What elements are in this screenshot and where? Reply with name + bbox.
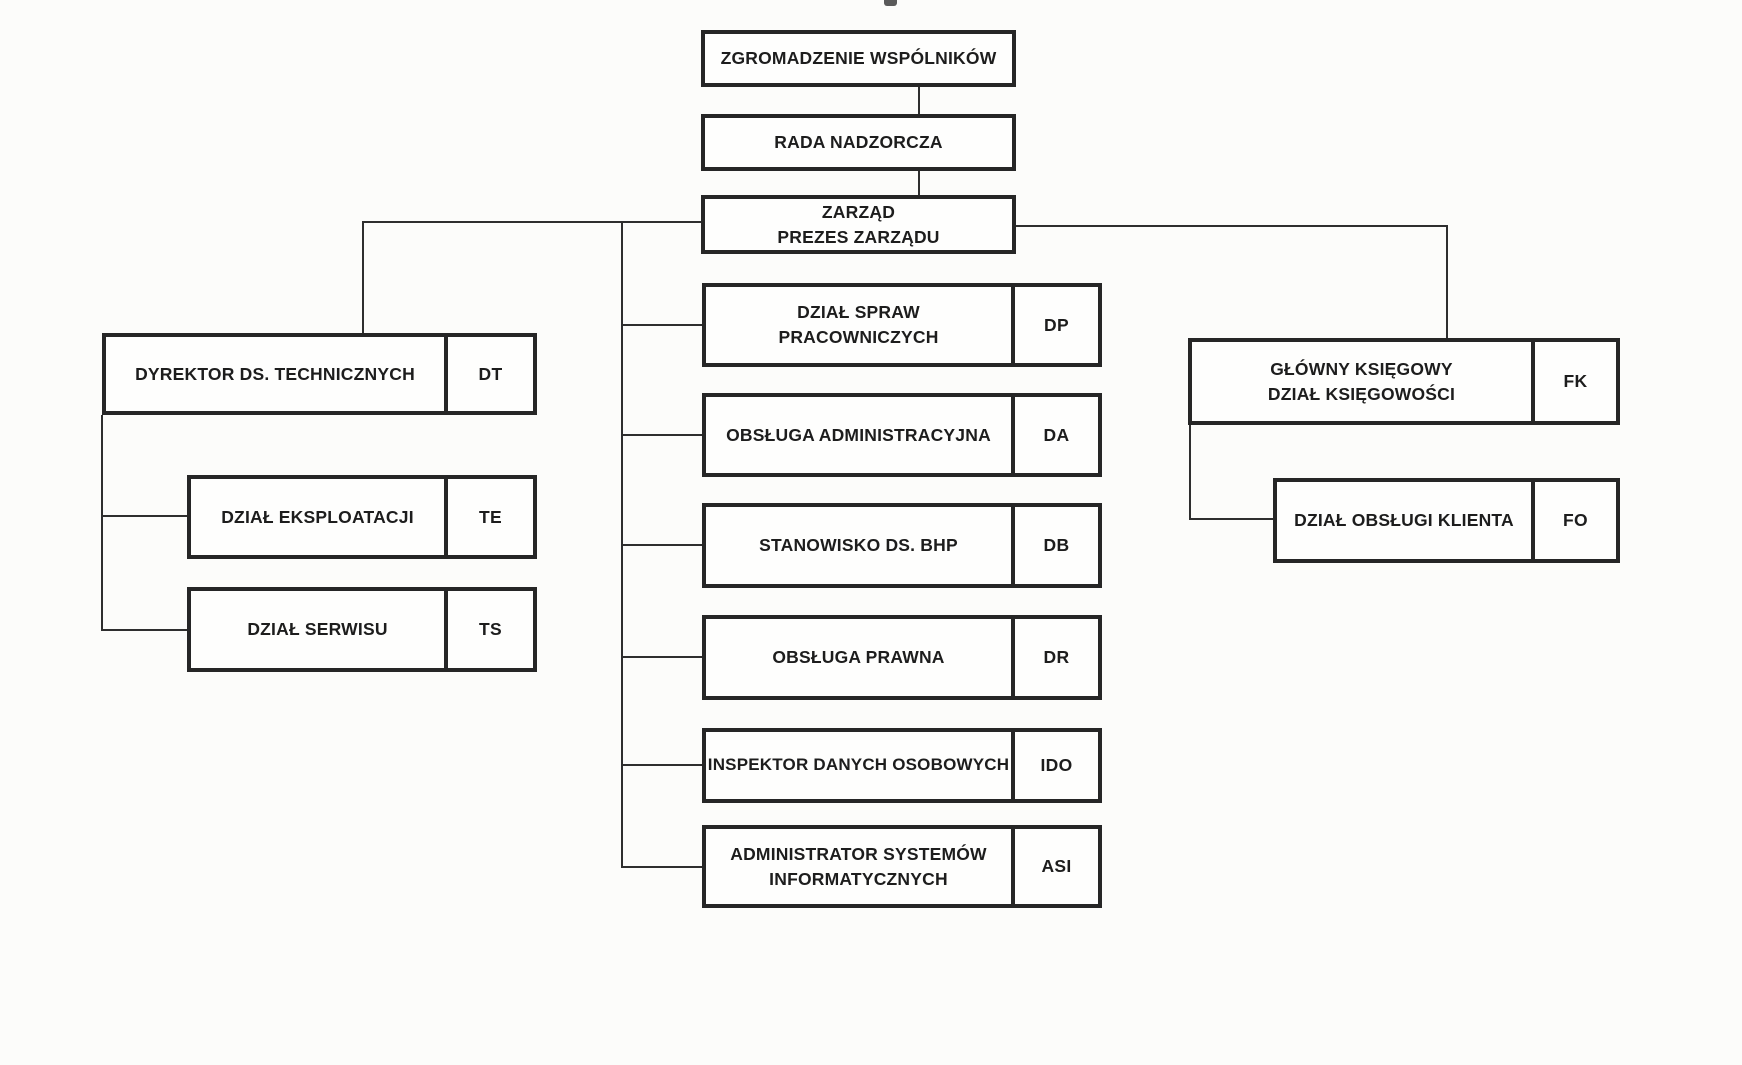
node-label: ZARZĄD PREZES ZARZĄDU	[777, 201, 940, 247]
connector-branch-ts	[101, 629, 187, 631]
node-glowny-ksiegowy-dzial-ksiegowosci: GŁÓWNY KSIĘGOWY DZIAŁ KSIĘGOWOŚCI FK	[1188, 338, 1620, 425]
node-code: FO	[1531, 482, 1616, 559]
node-label: DYREKTOR DS. TECHNICZNYCH	[135, 363, 415, 384]
node-code: DR	[1011, 619, 1098, 696]
node-label: GŁÓWNY KSIĘGOWY DZIAŁ KSIĘGOWOŚCI	[1267, 358, 1456, 404]
node-code: IDO	[1011, 732, 1098, 799]
connector-branch-ido	[621, 764, 702, 766]
node-code: DB	[1011, 507, 1098, 584]
node-code: TS	[444, 591, 533, 668]
connector-branch-asi	[621, 866, 702, 868]
node-dzial-spraw-pracowniczych: DZIAŁ SPRAW PRACOWNICZYCH DP	[702, 283, 1102, 367]
connector-dt-trunk	[101, 415, 103, 631]
connector-fk-trunk	[1189, 425, 1191, 520]
node-dzial-eksploatacji: DZIAŁ EKSPLOATACJI TE	[187, 475, 537, 559]
node-label: ADMINISTRATOR SYSTEMÓW INFORMATYCZNYCH	[730, 843, 987, 889]
node-code: DA	[1011, 397, 1098, 473]
connector-branch-te	[101, 515, 187, 517]
connector-branch-dp	[621, 324, 702, 326]
node-rada-nadzorcza: RADA NADZORCZA	[701, 114, 1016, 171]
node-label: INSPEKTOR DANYCH OSOBOWYCH	[707, 755, 1010, 775]
node-zarzad-prezes-zarzadu: ZARZĄD PREZES ZARZĄDU	[701, 195, 1016, 254]
connector-branch-fo	[1189, 518, 1273, 520]
connector-drop-fk	[1446, 225, 1448, 338]
node-code: TE	[444, 479, 533, 555]
node-label: RADA NADZORCZA	[774, 132, 943, 153]
node-label: OBSŁUGA PRAWNA	[772, 647, 945, 668]
node-code: DT	[444, 337, 533, 411]
node-obsluga-prawna: OBSŁUGA PRAWNA DR	[702, 615, 1102, 700]
node-administrator-systemow-informatycznych: ADMINISTRATOR SYSTEMÓW INFORMATYCZNYCH A…	[702, 825, 1102, 908]
connector-branch-db	[621, 544, 702, 546]
node-dzial-obslugi-klienta: DZIAŁ OBSŁUGI KLIENTA FO	[1273, 478, 1620, 563]
node-dzial-serwisu: DZIAŁ SERWISU TS	[187, 587, 537, 672]
scan-artifact	[884, 0, 897, 6]
node-code: FK	[1531, 342, 1616, 421]
node-label: DZIAŁ SPRAW PRACOWNICZYCH	[778, 302, 939, 347]
node-code: DP	[1011, 287, 1098, 363]
node-inspektor-danych-osobowych: INSPEKTOR DANYCH OSOBOWYCH IDO	[702, 728, 1102, 803]
node-label: ZGROMADZENIE WSPÓLNIKÓW	[720, 48, 997, 69]
node-label: STANOWISKO DS. BHP	[759, 535, 958, 556]
connector-zgromadzenie-rada	[918, 86, 920, 115]
node-label: DZIAŁ SERWISU	[247, 619, 388, 640]
connector-branch-dr	[621, 656, 702, 658]
node-zgromadzenie-wspolnikow: ZGROMADZENIE WSPÓLNIKÓW	[701, 30, 1016, 87]
node-label: DZIAŁ OBSŁUGI KLIENTA	[1294, 510, 1514, 531]
node-code: ASI	[1011, 829, 1098, 904]
node-label: OBSŁUGA ADMINISTRACYJNA	[726, 424, 991, 445]
connector-rada-zarzad	[918, 170, 920, 196]
node-label: DZIAŁ EKSPLOATACJI	[221, 506, 414, 527]
connector-branch-da	[621, 434, 702, 436]
connector-zarzad-left-arm	[362, 221, 703, 223]
connector-zarzad-right-arm	[1015, 225, 1448, 227]
connector-drop-dt	[362, 221, 364, 333]
node-stanowisko-ds-bhp: STANOWISKO DS. BHP DB	[702, 503, 1102, 588]
node-dyrektor-ds-technicznych: DYREKTOR DS. TECHNICZNYCH DT	[102, 333, 537, 415]
node-obsluga-administracyjna: OBSŁUGA ADMINISTRACYJNA DA	[702, 393, 1102, 477]
